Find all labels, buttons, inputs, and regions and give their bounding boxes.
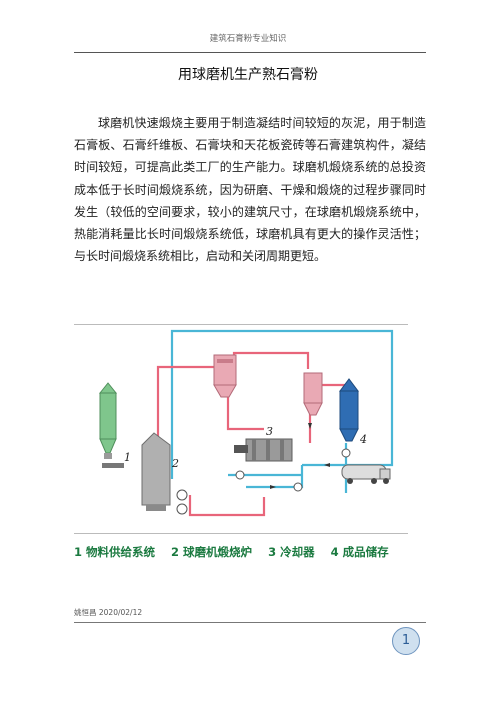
storage-silo <box>339 378 359 442</box>
page-number-badge: 1 <box>392 627 420 655</box>
filter-unit <box>213 354 237 398</box>
caption-item-supply: 1 物料供给系统 <box>74 545 156 559</box>
cooler-drum <box>234 438 293 462</box>
caption-item-storage: 4 成品储存 <box>330 545 389 559</box>
supply-silo <box>98 382 124 468</box>
document-title: 用球磨机生产熟石膏粉 <box>178 67 318 83</box>
fan-icons <box>235 448 351 492</box>
ball-mill-calciner <box>141 432 188 515</box>
body-paragraph: 球磨机快速煅烧主要用于制造凝结时间较短的灰泥，用于制造石膏板、石膏纤维板、石膏块… <box>74 116 426 264</box>
caption-item-cooler: 3 冷却器 <box>268 545 315 559</box>
page-header-text: 建筑石膏粉专业知识 <box>209 34 287 44</box>
diagram-label-2: 2 <box>171 457 179 470</box>
truck-icon <box>341 464 391 484</box>
diagram-label-1: 1 <box>124 451 131 464</box>
figure-caption: 1 物料供给系统 2 球磨机煅烧炉 3 冷却器 4 成品储存 <box>74 544 424 560</box>
flow-arrows <box>270 423 330 489</box>
process-diagram: 1 2 3 4 <box>74 324 408 534</box>
footer-author-date: 姚恒昌 2020/02/12 <box>74 608 143 617</box>
footer-rule <box>74 622 426 623</box>
intermediate-silo <box>303 372 323 416</box>
header-rule <box>74 52 426 53</box>
caption-item-calciner: 2 球磨机煅烧炉 <box>171 545 253 559</box>
diagram-label-3: 3 <box>266 425 273 438</box>
diagram-label-4: 4 <box>359 433 367 446</box>
